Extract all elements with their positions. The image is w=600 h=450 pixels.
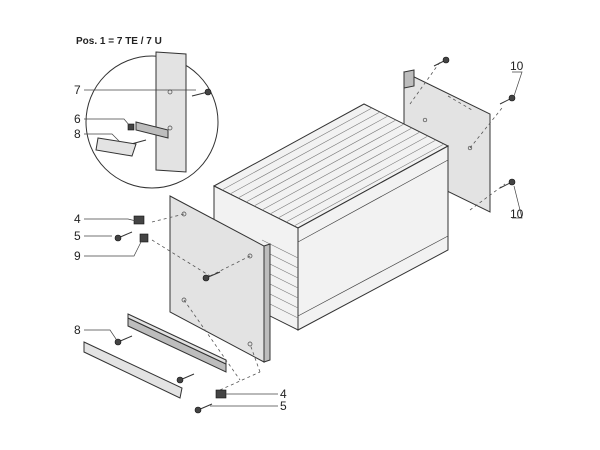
callout-8-bottom: 8	[74, 323, 81, 337]
nut-4-bottom	[215, 389, 227, 399]
fasteners	[114, 56, 516, 414]
front-panel-edge	[263, 243, 271, 363]
screw-10-bottom-head	[508, 178, 516, 186]
callout-5-top: 5	[74, 229, 81, 243]
front-panel-hole-tr	[247, 253, 253, 259]
rail-screw-head	[176, 376, 184, 384]
front-panel	[169, 195, 271, 363]
detail-cover-strip	[95, 137, 137, 157]
bottom-cover-strip	[83, 341, 183, 399]
rear-panel-tab	[403, 69, 415, 89]
front-panel-hole-br	[247, 341, 253, 347]
rear-top-screw-head	[442, 56, 450, 64]
callout-9: 9	[74, 249, 81, 263]
bottom-rail-top	[127, 313, 227, 365]
callout-10-top: 10	[510, 59, 524, 73]
nut-4-top	[133, 215, 145, 225]
housing-groove-bottom	[297, 235, 449, 317]
detail-top-screw-head	[204, 88, 212, 96]
callout-10-bottom: 10	[510, 207, 524, 221]
detail-rail	[135, 121, 169, 139]
callout-8-detail: 8	[74, 127, 81, 141]
screw-5-bottom-head	[194, 406, 202, 414]
part-9	[139, 233, 149, 243]
detail-circle	[85, 55, 219, 189]
front-panel-hole-tl	[181, 211, 187, 217]
detail-hole-bottom	[167, 125, 173, 131]
screw-5-top-head	[114, 234, 122, 242]
callout-6: 6	[74, 112, 81, 126]
bottom-rail	[127, 313, 227, 373]
screw-10-top-head	[508, 94, 516, 102]
callout-4-top: 4	[74, 212, 81, 226]
housing-fins	[221, 107, 445, 319]
housing-groove-top	[297, 159, 449, 243]
detail-square-nut	[127, 123, 135, 131]
front-panel-screw-head	[202, 274, 210, 282]
callout-5-bottom: 5	[280, 399, 287, 413]
callout-4-bottom: 4	[280, 387, 287, 401]
assembly-lines	[151, 61, 506, 391]
detail-front-plate	[155, 51, 187, 173]
front-panel-hole-bl	[181, 297, 187, 303]
rear-panel-hole	[422, 117, 428, 123]
rear-panel-hole-2	[467, 145, 473, 151]
leader-lines	[84, 71, 523, 407]
callout-7: 7	[74, 83, 81, 97]
position-title: Pos. 1 = 7 TE / 7 U	[76, 36, 162, 47]
detail-view	[85, 51, 219, 189]
